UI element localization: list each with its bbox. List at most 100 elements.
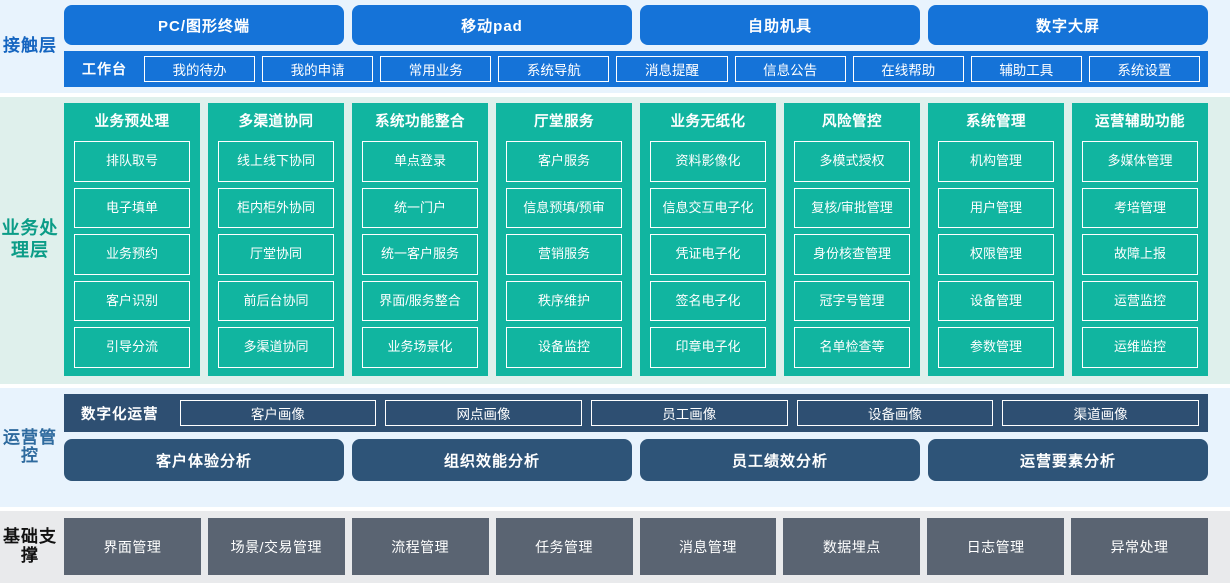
business-column-operation-support: 运营辅助功能 多媒体管理 考培管理 故障上报 运营监控 运维监控 [1072,103,1208,376]
workbench-item-common-business[interactable]: 常用业务 [380,56,492,82]
workbench-item-online-help[interactable]: 在线帮助 [852,56,964,82]
business-item[interactable]: 信息交互电子化 [650,187,766,229]
business-column-paperless: 业务无纸化 资料影像化 信息交互电子化 凭证电子化 签名电子化 印章电子化 [640,103,776,376]
divider-business-operations [0,384,1230,388]
business-item[interactable]: 单点登录 [362,141,478,182]
business-item[interactable]: 考培管理 [1082,187,1198,229]
business-item[interactable]: 多模式授权 [794,141,910,182]
foundation-item-message-management[interactable]: 消息管理 [639,518,777,575]
workbench-item-my-application[interactable]: 我的申请 [262,56,374,82]
business-item[interactable]: 统一客户服务 [362,234,478,275]
foundation-item-log-management[interactable]: 日志管理 [927,518,1065,575]
analysis-organization-efficiency[interactable]: 组织效能分析 [352,439,632,481]
business-item[interactable]: 复核/审批管理 [794,187,910,229]
business-item[interactable]: 权限管理 [938,234,1054,275]
business-item[interactable]: 印章电子化 [650,327,766,368]
channel-self-service[interactable]: 自助机具 [640,5,920,45]
channel-mobile-pad[interactable]: 移动pad [352,5,632,45]
foundation-item-data-tracking[interactable]: 数据埋点 [783,518,921,575]
business-item[interactable]: 柜内柜外协同 [218,187,334,229]
business-item[interactable]: 营销服务 [506,234,622,275]
business-item[interactable]: 设备管理 [938,280,1054,322]
foundation-item-scenario-transaction[interactable]: 场景/交易管理 [207,518,345,575]
portrait-customer[interactable]: 客户画像 [179,400,377,426]
business-item[interactable]: 排队取号 [74,141,190,182]
business-item[interactable]: 签名电子化 [650,280,766,322]
business-column-title: 风险管控 [822,114,882,130]
business-column-multichannel: 多渠道协同 线上线下协同 柜内柜外协同 厅堂协同 前后台协同 多渠道协同 [208,103,344,376]
business-item[interactable]: 凭证电子化 [650,234,766,275]
business-item[interactable]: 业务预约 [74,234,190,275]
analysis-row: 客户体验分析 组织效能分析 员工绩效分析 运营要素分析 [64,439,1208,481]
business-item[interactable]: 名单检查等 [794,327,910,368]
workbench-row: 工作台 我的待办 我的申请 常用业务 系统导航 消息提醒 信息公告 在线帮助 辅… [64,51,1208,87]
foundation-item-task-management[interactable]: 任务管理 [495,518,633,575]
business-item[interactable]: 故障上报 [1082,234,1198,275]
channel-digital-screen[interactable]: 数字大屏 [928,5,1208,45]
business-column-title: 运营辅助功能 [1095,114,1185,130]
portrait-device[interactable]: 设备画像 [796,400,994,426]
business-item[interactable]: 引导分流 [74,327,190,368]
foundation-items-row: 界面管理 场景/交易管理 流程管理 任务管理 消息管理 数据埋点 日志管理 异常… [64,518,1208,575]
business-column-lobby-service: 厅堂服务 客户服务 信息预填/预审 营销服务 秩序维护 设备监控 [496,103,632,376]
workbench-item-announcement[interactable]: 信息公告 [734,56,846,82]
workbench-item-aux-tools[interactable]: 辅助工具 [970,56,1082,82]
business-item[interactable]: 客户服务 [506,141,622,182]
touch-channel-row: PC/图形终端 移动pad 自助机具 数字大屏 [60,5,1230,45]
divider-touch-business [0,93,1230,97]
portrait-employee[interactable]: 员工画像 [590,400,788,426]
analysis-operation-elements[interactable]: 运营要素分析 [928,439,1208,481]
business-column-system-management: 系统管理 机构管理 用户管理 权限管理 设备管理 参数管理 [928,103,1064,376]
channel-pc[interactable]: PC/图形终端 [64,5,344,45]
foundation-item-exception-handling[interactable]: 异常处理 [1071,518,1208,575]
business-item[interactable]: 界面/服务整合 [362,280,478,322]
workbench-item-message-reminder[interactable]: 消息提醒 [616,56,728,82]
touch-layer-label: 接触层 [0,5,60,87]
touch-layer-body: PC/图形终端 移动pad 自助机具 数字大屏 工作台 我的待办 我的申请 常用… [60,5,1230,87]
business-item[interactable]: 信息预填/预审 [506,187,622,229]
business-item[interactable]: 前后台协同 [218,280,334,322]
operations-layer-section: 运营管控 数字化运营 客户画像 网点画像 员工画像 设备画像 渠道画像 客户体验… [0,388,1230,507]
analysis-employee-performance[interactable]: 员工绩效分析 [640,439,920,481]
business-item[interactable]: 客户识别 [74,280,190,322]
divider-operations-foundation [0,507,1230,511]
business-item[interactable]: 用户管理 [938,187,1054,229]
portrait-channel[interactable]: 渠道画像 [1002,400,1200,426]
foundation-layer-label-text: 基础支撑 [3,527,57,565]
foundation-item-ui-management[interactable]: 界面管理 [64,518,201,575]
workbench-item-system-settings[interactable]: 系统设置 [1088,56,1200,82]
business-item[interactable]: 厅堂协同 [218,234,334,275]
operations-layer-body: 数字化运营 客户画像 网点画像 员工画像 设备画像 渠道画像 客户体验分析 组织… [60,394,1230,500]
business-item[interactable]: 参数管理 [938,327,1054,368]
business-item[interactable]: 资料影像化 [650,141,766,182]
business-item[interactable]: 线上线下协同 [218,141,334,182]
foundation-item-process-management[interactable]: 流程管理 [351,518,489,575]
foundation-layer-label: 基础支撑 [0,518,60,575]
business-item[interactable]: 运营监控 [1082,280,1198,322]
business-column-title: 多渠道协同 [238,114,314,130]
business-item[interactable]: 冠字号管理 [794,280,910,322]
digital-operations-row: 数字化运营 客户画像 网点画像 员工画像 设备画像 渠道画像 [64,394,1208,432]
business-item[interactable]: 身份核查管理 [794,234,910,275]
workbench-item-system-navigation[interactable]: 系统导航 [498,56,610,82]
touch-layer-label-text: 接触层 [3,35,57,55]
business-item[interactable]: 机构管理 [938,141,1054,182]
portrait-branch[interactable]: 网点画像 [385,400,582,426]
business-layer-body: 业务预处理 排队取号 电子填单 业务预约 客户识别 引导分流 多渠道协同 线上线… [60,103,1230,376]
business-item[interactable]: 设备监控 [506,327,622,368]
business-column-title: 厅堂服务 [534,114,594,130]
business-layer-label-text: 业务处理层 [1,217,59,260]
business-item[interactable]: 多渠道协同 [218,327,334,368]
business-layer-section: 业务处理层 业务预处理 排队取号 电子填单 业务预约 客户识别 引导分流 多渠道… [0,97,1230,384]
business-item[interactable]: 统一门户 [362,187,478,229]
business-item[interactable]: 运维监控 [1082,327,1198,368]
business-item[interactable]: 秩序维护 [506,280,622,322]
business-item[interactable]: 业务场景化 [362,327,478,368]
analysis-customer-experience[interactable]: 客户体验分析 [64,439,344,481]
business-item[interactable]: 多媒体管理 [1082,141,1198,182]
workbench-item-my-todo[interactable]: 我的待办 [144,56,256,82]
business-column-pre-processing: 业务预处理 排队取号 电子填单 业务预约 客户识别 引导分流 [64,103,200,376]
business-item[interactable]: 电子填单 [74,187,190,229]
business-columns: 业务预处理 排队取号 电子填单 业务预约 客户识别 引导分流 多渠道协同 线上线… [60,103,1230,376]
